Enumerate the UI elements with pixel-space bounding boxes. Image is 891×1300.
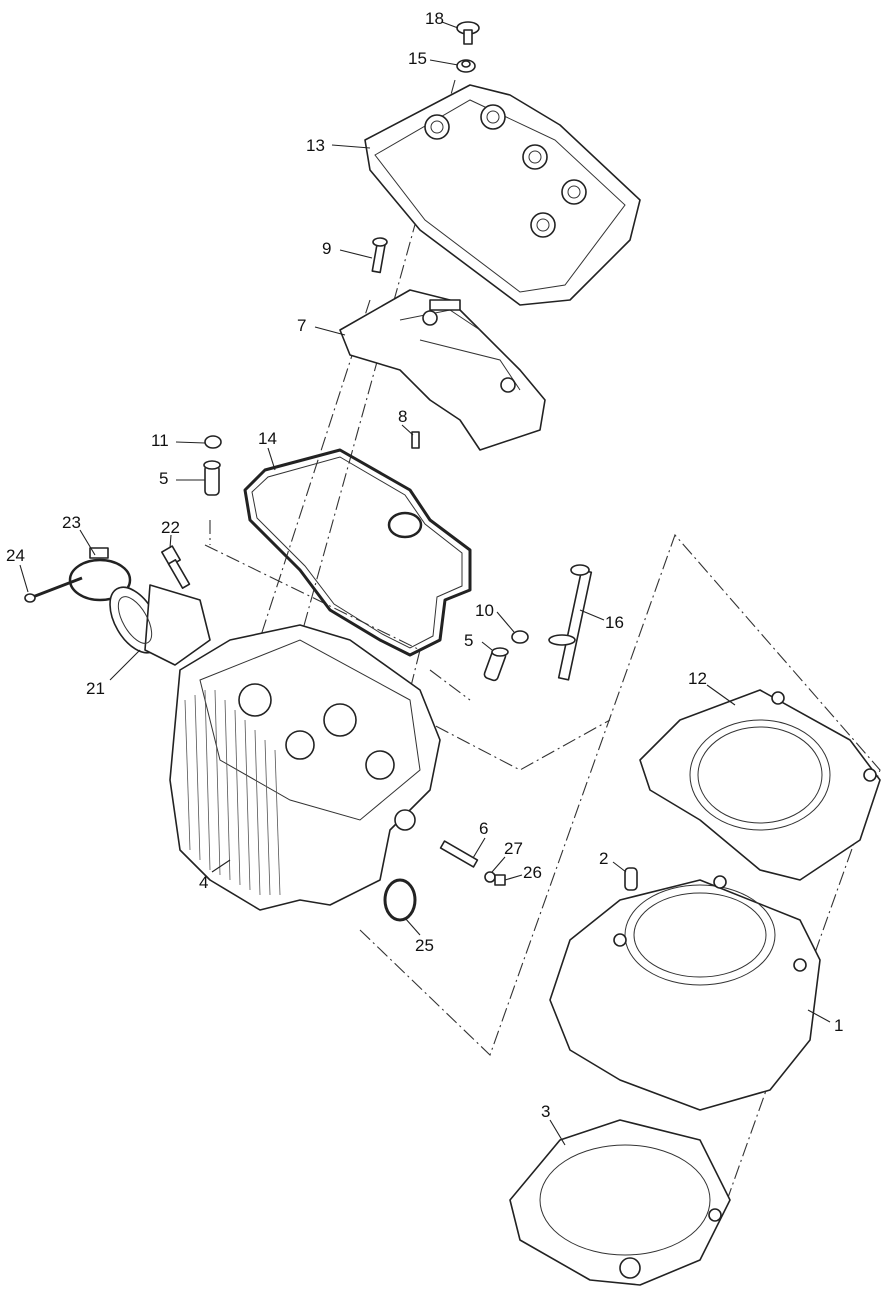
part-7-camshaft-holder	[339, 289, 546, 451]
part-13-valve-cover	[364, 84, 641, 306]
part-8-dowel-pin	[411, 431, 420, 449]
part-5-fitting-right	[483, 647, 509, 682]
part-23-hose-clamp	[68, 547, 132, 602]
callout-5: 5	[464, 631, 473, 650]
callout-15: 15	[408, 49, 427, 68]
part-10-cap	[511, 630, 529, 644]
callout-27: 27	[504, 839, 523, 858]
callout-14: 14	[258, 429, 277, 448]
callout-18: 18	[425, 9, 444, 28]
callout-9: 9	[322, 239, 331, 258]
callout-22: 22	[161, 518, 180, 537]
part-9-bolt	[371, 237, 388, 274]
callout-3: 3	[541, 1102, 550, 1121]
callout-12: 12	[688, 669, 707, 688]
callout-8: 8	[398, 407, 407, 426]
part-3-base-gasket	[509, 1119, 731, 1286]
part-27-washer	[484, 871, 496, 883]
part-24-clamp-screw	[24, 576, 83, 603]
callout-25: 25	[415, 936, 434, 955]
part-15-washer	[456, 59, 476, 73]
callout-labels: 18 15 13 9 7 8 14 11 5 23 22 24 21 10 5 …	[6, 9, 843, 1121]
callout-16: 16	[605, 613, 624, 632]
part-16-stud-bolt	[548, 564, 593, 681]
part-26-nut	[494, 874, 506, 886]
part-1-cylinder	[549, 875, 821, 1111]
part-2-dowel-pin	[624, 867, 638, 891]
part-5-fitting-left	[203, 460, 221, 496]
callout-21: 21	[86, 679, 105, 698]
part-12-head-gasket	[639, 689, 881, 881]
part-4-cylinder-head	[169, 624, 441, 911]
callout-23: 23	[62, 513, 81, 532]
part-22-bolt	[161, 545, 191, 589]
part-25-o-ring	[383, 878, 417, 922]
part-14-valve-cover-gasket	[243, 448, 472, 657]
callout-1: 1	[834, 1016, 843, 1035]
callout-10: 10	[475, 601, 494, 620]
part-21-intake-boot	[109, 584, 211, 666]
leader-lines	[19, 21, 831, 1146]
callout-24: 24	[6, 546, 25, 565]
callout-5: 5	[159, 469, 168, 488]
part-11-cap	[204, 435, 222, 449]
callout-7: 7	[297, 316, 306, 335]
callout-4: 4	[199, 873, 208, 892]
callout-11: 11	[151, 431, 169, 450]
callout-2: 2	[599, 849, 608, 868]
callout-6: 6	[479, 819, 488, 838]
callout-26: 26	[523, 863, 542, 882]
callout-13: 13	[306, 136, 325, 155]
part-18-bolt	[456, 21, 480, 45]
part-6-stud	[439, 840, 479, 868]
